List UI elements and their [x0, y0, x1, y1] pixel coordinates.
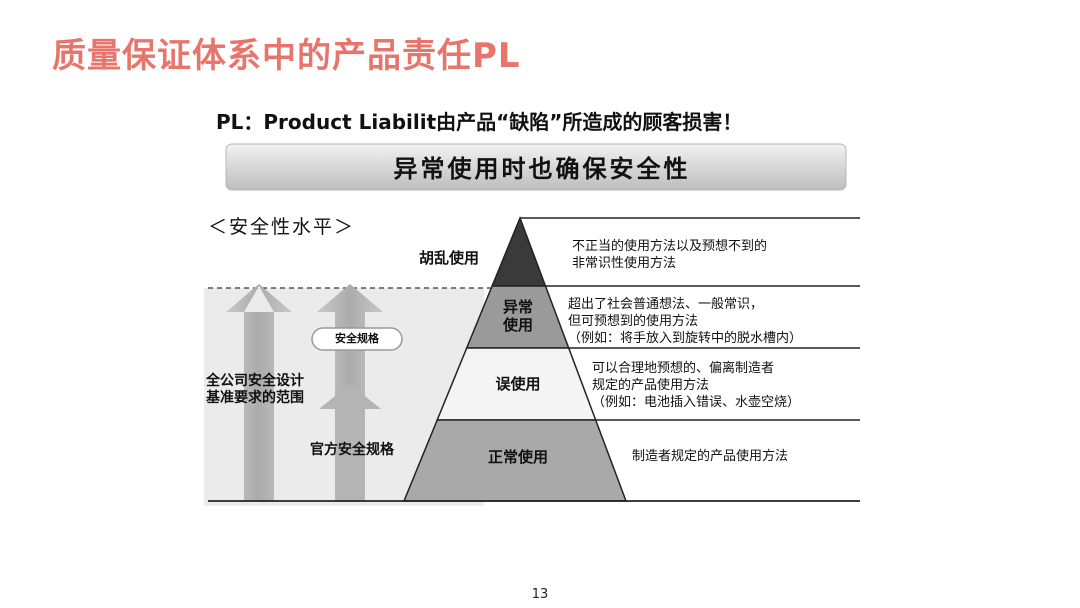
safety-level-title: ＜安全性水平＞	[208, 216, 356, 238]
banner-box	[225, 143, 847, 191]
desc-line: 但可预想到的使用方法	[568, 314, 699, 329]
desc-line: （例如：电池插入错误、水壶空烧）	[592, 395, 801, 410]
official-standard-label: 官方安全规格	[310, 442, 394, 458]
desc-line: 不正当的使用方法以及预想不到的	[572, 239, 768, 254]
level-label-abnormal-use: 异常 使用	[486, 298, 550, 334]
company-scope-arrow-left	[226, 284, 292, 501]
level-label-reckless-use: 胡乱使用	[418, 249, 479, 267]
pl-definition-heading: PL：Product Liabilit由产品“缺陷”所造成的顾客损害！	[216, 110, 743, 134]
level-desc-misuse: 可以合理地预想的、偏离制造者 规定的产品使用方法 （例如：电池插入错误、水壶空烧…	[592, 360, 800, 411]
pl-diagram	[204, 100, 880, 510]
slide-title: 质量保证体系中的产品责任PL	[52, 36, 521, 76]
company-scope-line1: 全公司安全设计	[206, 373, 304, 389]
level-label-abnormal-use-line1: 异常	[502, 298, 533, 316]
desc-line: 规定的产品使用方法	[592, 378, 710, 393]
level-label-misuse: 误使用	[495, 375, 541, 393]
level-desc-normal-use: 制造者规定的产品使用方法	[632, 448, 788, 465]
desc-line: 制造者规定的产品使用方法	[632, 449, 789, 464]
desc-line: 超出了社会普通想法、一般常识，	[568, 297, 764, 312]
level-desc-abnormal-use: 超出了社会普通想法、一般常识， 但可预想到的使用方法 （例如：将手放入到旋转中的…	[568, 296, 802, 347]
desc-line: 非常识性使用方法	[572, 256, 677, 271]
level-label-normal-use: 正常使用	[487, 448, 548, 466]
company-scope-line2: 基准要求的范围	[206, 390, 304, 406]
safety-standard-badge-label: 安全规格	[335, 332, 379, 345]
company-scope-label: 全公司安全设计 基准要求的范围	[206, 373, 304, 407]
page-number: 13	[531, 587, 549, 602]
banner-text: 异常使用时也确保安全性	[393, 155, 691, 183]
safety-standard-badge	[311, 327, 403, 351]
desc-line: （例如：将手放入到旋转中的脱水槽内）	[568, 331, 803, 346]
official-standard-arrow	[319, 384, 381, 501]
pl-figure: PL：Product Liabilit由产品“缺陷”所造成的顾客损害！ 异常使用…	[204, 100, 880, 510]
level-label-abnormal-use-line2: 使用	[502, 316, 533, 334]
safety-level-pyramid	[402, 215, 860, 502]
desc-line: 可以合理地预想的、偏离制造者	[592, 361, 775, 376]
level-desc-reckless-use: 不正当的使用方法以及预想不到的 非常识性使用方法	[572, 238, 767, 272]
